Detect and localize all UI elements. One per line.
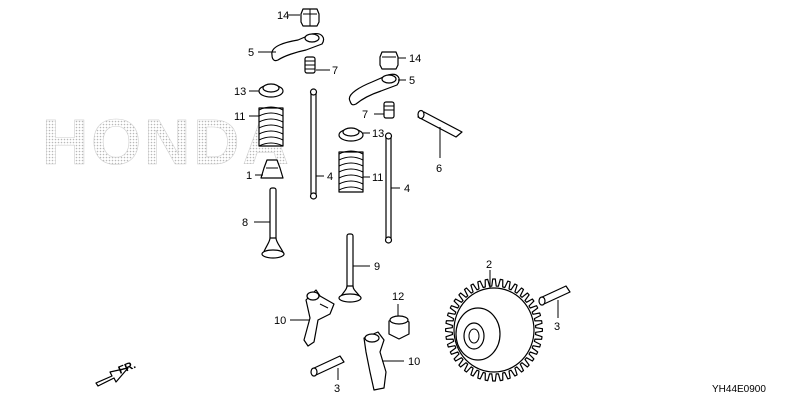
callout-6: 6 — [436, 127, 442, 175]
svg-text:13: 13 — [234, 86, 246, 98]
part-7-pivot-bolt-right — [383, 101, 395, 119]
part-12-collar — [388, 315, 410, 340]
front-direction-arrow: FR. — [95, 359, 138, 387]
svg-text:5: 5 — [248, 47, 254, 59]
part-2-camshaft-gear — [445, 278, 544, 382]
part-9-exhaust-valve — [338, 233, 362, 303]
callout-4-left: 4 — [316, 171, 333, 183]
part-8-intake-valve — [261, 187, 285, 259]
part-3-pin-left — [310, 355, 345, 377]
callout-12: 12 — [392, 291, 404, 316]
svg-text:7: 7 — [332, 65, 338, 77]
part-5-rocker-arm-right — [348, 73, 400, 106]
callout-13-left: 13 — [234, 86, 259, 98]
part-11-valve-spring-right — [338, 150, 364, 193]
callout-2: 2 — [486, 259, 492, 288]
part-10-tappet-left — [303, 289, 335, 347]
svg-text:3: 3 — [554, 321, 560, 333]
svg-text:12: 12 — [392, 291, 404, 303]
callout-5-left: 5 — [248, 47, 276, 59]
callout-14-right: 14 — [398, 53, 421, 65]
part-13-spring-retainer-left — [258, 83, 284, 98]
callout-7-right: 7 — [362, 109, 384, 121]
part-4-push-rod-right — [384, 132, 393, 244]
svg-text:11: 11 — [234, 111, 245, 123]
svg-text:5: 5 — [409, 75, 415, 87]
part-4-push-rod-left — [309, 88, 318, 200]
callout-1: 1 — [246, 170, 263, 182]
callout-4-right: 4 — [391, 183, 410, 195]
svg-text:1: 1 — [246, 170, 252, 182]
svg-text:14: 14 — [409, 53, 421, 65]
callout-10-right: 10 — [382, 356, 420, 368]
part-7-pivot-bolt-left — [304, 56, 316, 74]
svg-text:3: 3 — [334, 383, 340, 395]
callout-10-left: 10 — [274, 315, 310, 327]
part-11-valve-spring-left — [258, 106, 284, 147]
svg-text:4: 4 — [327, 171, 333, 183]
svg-text:11: 11 — [372, 172, 383, 184]
callout-13-right: 13 — [363, 128, 384, 140]
svg-text:10: 10 — [408, 356, 420, 368]
svg-text:9: 9 — [374, 261, 380, 273]
honda-watermark: HONDA — [42, 106, 292, 178]
svg-text:13: 13 — [372, 128, 384, 140]
diagram-code: YH44E0900 — [712, 384, 766, 395]
part-13-spring-retainer-right — [338, 127, 364, 142]
part-14-nut-right — [379, 51, 399, 70]
part-6-pin — [417, 109, 463, 138]
svg-text:10: 10 — [274, 315, 286, 327]
svg-text:2: 2 — [486, 259, 492, 271]
callout-11-right: 11 — [363, 172, 383, 184]
callout-14-left: 14 — [277, 10, 300, 22]
part-14-nut-left — [300, 8, 320, 27]
svg-text:14: 14 — [277, 10, 289, 22]
svg-text:7: 7 — [362, 109, 368, 121]
svg-text:4: 4 — [404, 183, 410, 195]
direction-label: FR. — [117, 359, 138, 377]
callout-11-left: 11 — [234, 111, 259, 123]
svg-text:6: 6 — [436, 163, 442, 175]
callout-5-right: 5 — [398, 75, 415, 87]
callout-3-right: 3 — [554, 300, 560, 333]
part-5-rocker-arm-left — [271, 33, 325, 62]
callout-9: 9 — [353, 261, 380, 273]
part-1-stem-seal — [260, 159, 284, 179]
callout-7-left: 7 — [316, 65, 338, 77]
svg-text:8: 8 — [242, 217, 248, 229]
callout-3-left: 3 — [334, 368, 340, 395]
part-10-tappet-right — [363, 331, 387, 391]
part-3-pin-right — [538, 285, 571, 306]
callout-8: 8 — [242, 217, 270, 229]
